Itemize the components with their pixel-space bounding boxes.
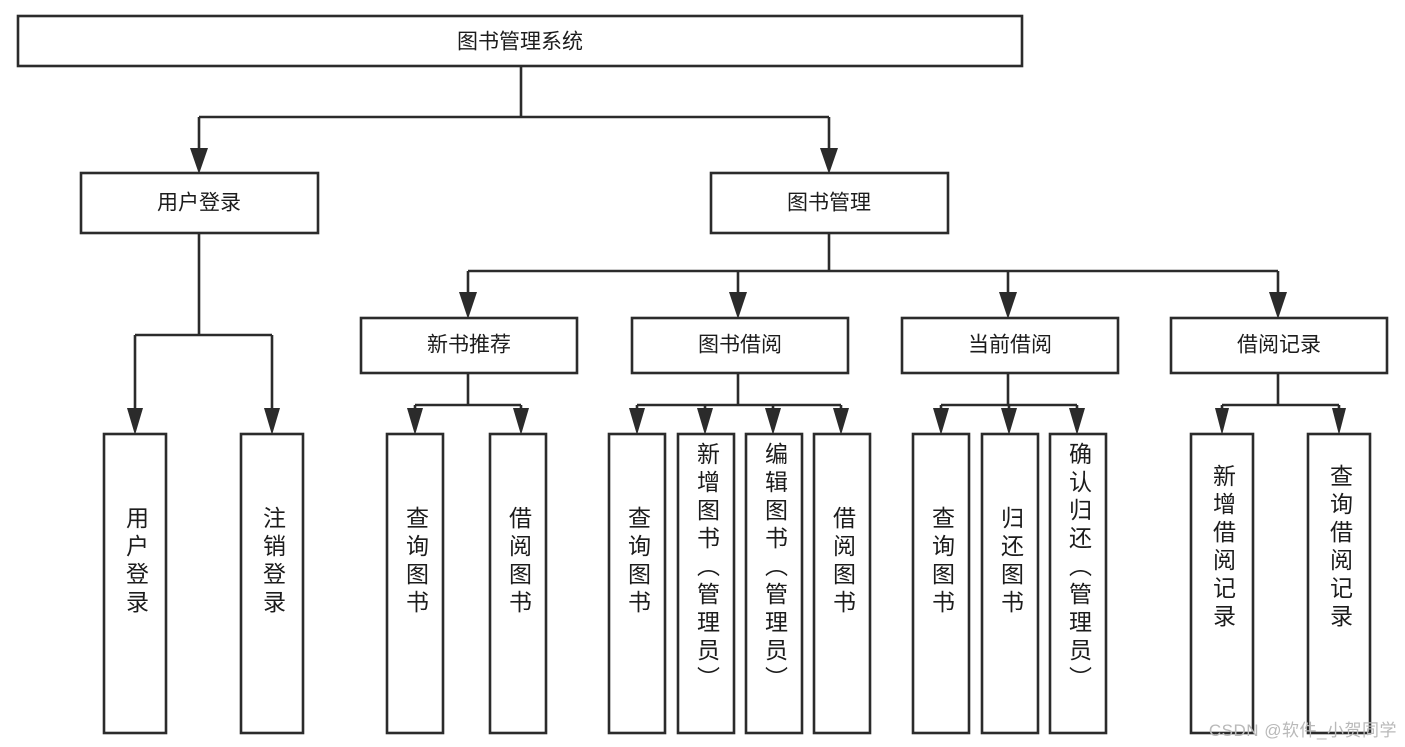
node-user-login[interactable]: 用户登录 [79, 171, 320, 235]
connector-group-borrow-record [1215, 373, 1346, 435]
connector-group-book-management [459, 233, 1287, 319]
arrow-head-leaf-query-book-3 [933, 408, 949, 435]
arrow-head-borrow-record [1269, 292, 1287, 319]
arrow-head-leaf-edit-book [765, 408, 781, 435]
leaf-box-user-login[interactable] [102, 432, 168, 735]
node-book-management-label: 图书管理 [787, 192, 871, 215]
leaf-box-borrow-book-1[interactable] [488, 432, 548, 735]
node-root[interactable]: 图书管理系统 [16, 14, 1024, 68]
node-user-login-label: 用户登录 [157, 192, 241, 215]
leaf-node-group [102, 432, 1372, 735]
leaf-box-query-book-1[interactable] [385, 432, 445, 735]
node-current-borrow[interactable]: 当前借阅 [900, 316, 1120, 375]
node-new-book-recommend[interactable]: 新书推荐 [359, 316, 579, 375]
arrow-head-leaf-logout-login [264, 408, 280, 435]
node-current-borrow-label: 当前借阅 [968, 334, 1052, 357]
leaf-box-edit-book[interactable] [744, 432, 804, 735]
node-book-borrow[interactable]: 图书借阅 [630, 316, 850, 375]
node-borrow-record-box[interactable] [1169, 316, 1389, 375]
node-root-label: 图书管理系统 [457, 31, 583, 54]
node-borrow-record[interactable]: 借阅记录 [1169, 316, 1389, 375]
leaf-box-confirm-return[interactable] [1048, 432, 1108, 735]
arrow-head-leaf-query-book-1 [407, 408, 423, 435]
arrow-head-leaf-return-book [1001, 408, 1017, 435]
arrow-head-leaf-add-record [1215, 408, 1229, 435]
leaf-box-query-book-3[interactable] [911, 432, 971, 735]
leaf-box-query-record[interactable] [1306, 432, 1372, 735]
node-current-borrow-box[interactable] [900, 316, 1120, 375]
arrow-head-current-borrow [999, 292, 1017, 319]
node-book-borrow-label: 图书借阅 [698, 334, 782, 357]
node-user-login-box[interactable] [79, 171, 320, 235]
leaf-box-return-book[interactable] [980, 432, 1040, 735]
arrow-head-leaf-borrow-book-1 [513, 408, 529, 435]
connector-group-user-login [127, 233, 280, 435]
connector-group-current-borrow [933, 373, 1085, 435]
node-book-management-box[interactable] [709, 171, 950, 235]
connector-group-new-book-recommend [407, 373, 529, 435]
node-root-box[interactable] [16, 14, 1024, 68]
arrow-head-user-login [190, 148, 208, 174]
arrow-head-leaf-confirm-return [1069, 408, 1085, 435]
connector-group-book-borrow [629, 373, 849, 435]
leaf-box-query-book-2[interactable] [607, 432, 667, 735]
node-new-book-recommend-box[interactable] [359, 316, 579, 375]
arrow-head-new-book-recommend [459, 292, 477, 319]
arrow-head-book-borrow [729, 292, 747, 319]
node-new-book-recommend-label: 新书推荐 [427, 334, 511, 357]
arrow-head-leaf-user-login [127, 408, 143, 435]
arrow-head-leaf-query-record [1332, 408, 1346, 435]
leaf-box-add-book[interactable] [676, 432, 736, 735]
watermark: CSDN @软件_小贺同学 [1208, 721, 1397, 740]
arrow-head-leaf-borrow-book-2 [833, 408, 849, 435]
arrow-head-leaf-query-book-2 [629, 408, 645, 435]
node-borrow-record-label: 借阅记录 [1237, 334, 1321, 357]
leaf-box-add-record[interactable] [1189, 432, 1255, 735]
node-book-management[interactable]: 图书管理 [709, 171, 950, 235]
connector-group-root [190, 66, 838, 174]
leaf-box-logout-login[interactable] [239, 432, 305, 735]
node-book-borrow-box[interactable] [630, 316, 850, 375]
arrow-head-leaf-add-book [697, 408, 713, 435]
leaf-box-borrow-book-2[interactable] [812, 432, 872, 735]
arrow-head-book-management [820, 148, 838, 174]
